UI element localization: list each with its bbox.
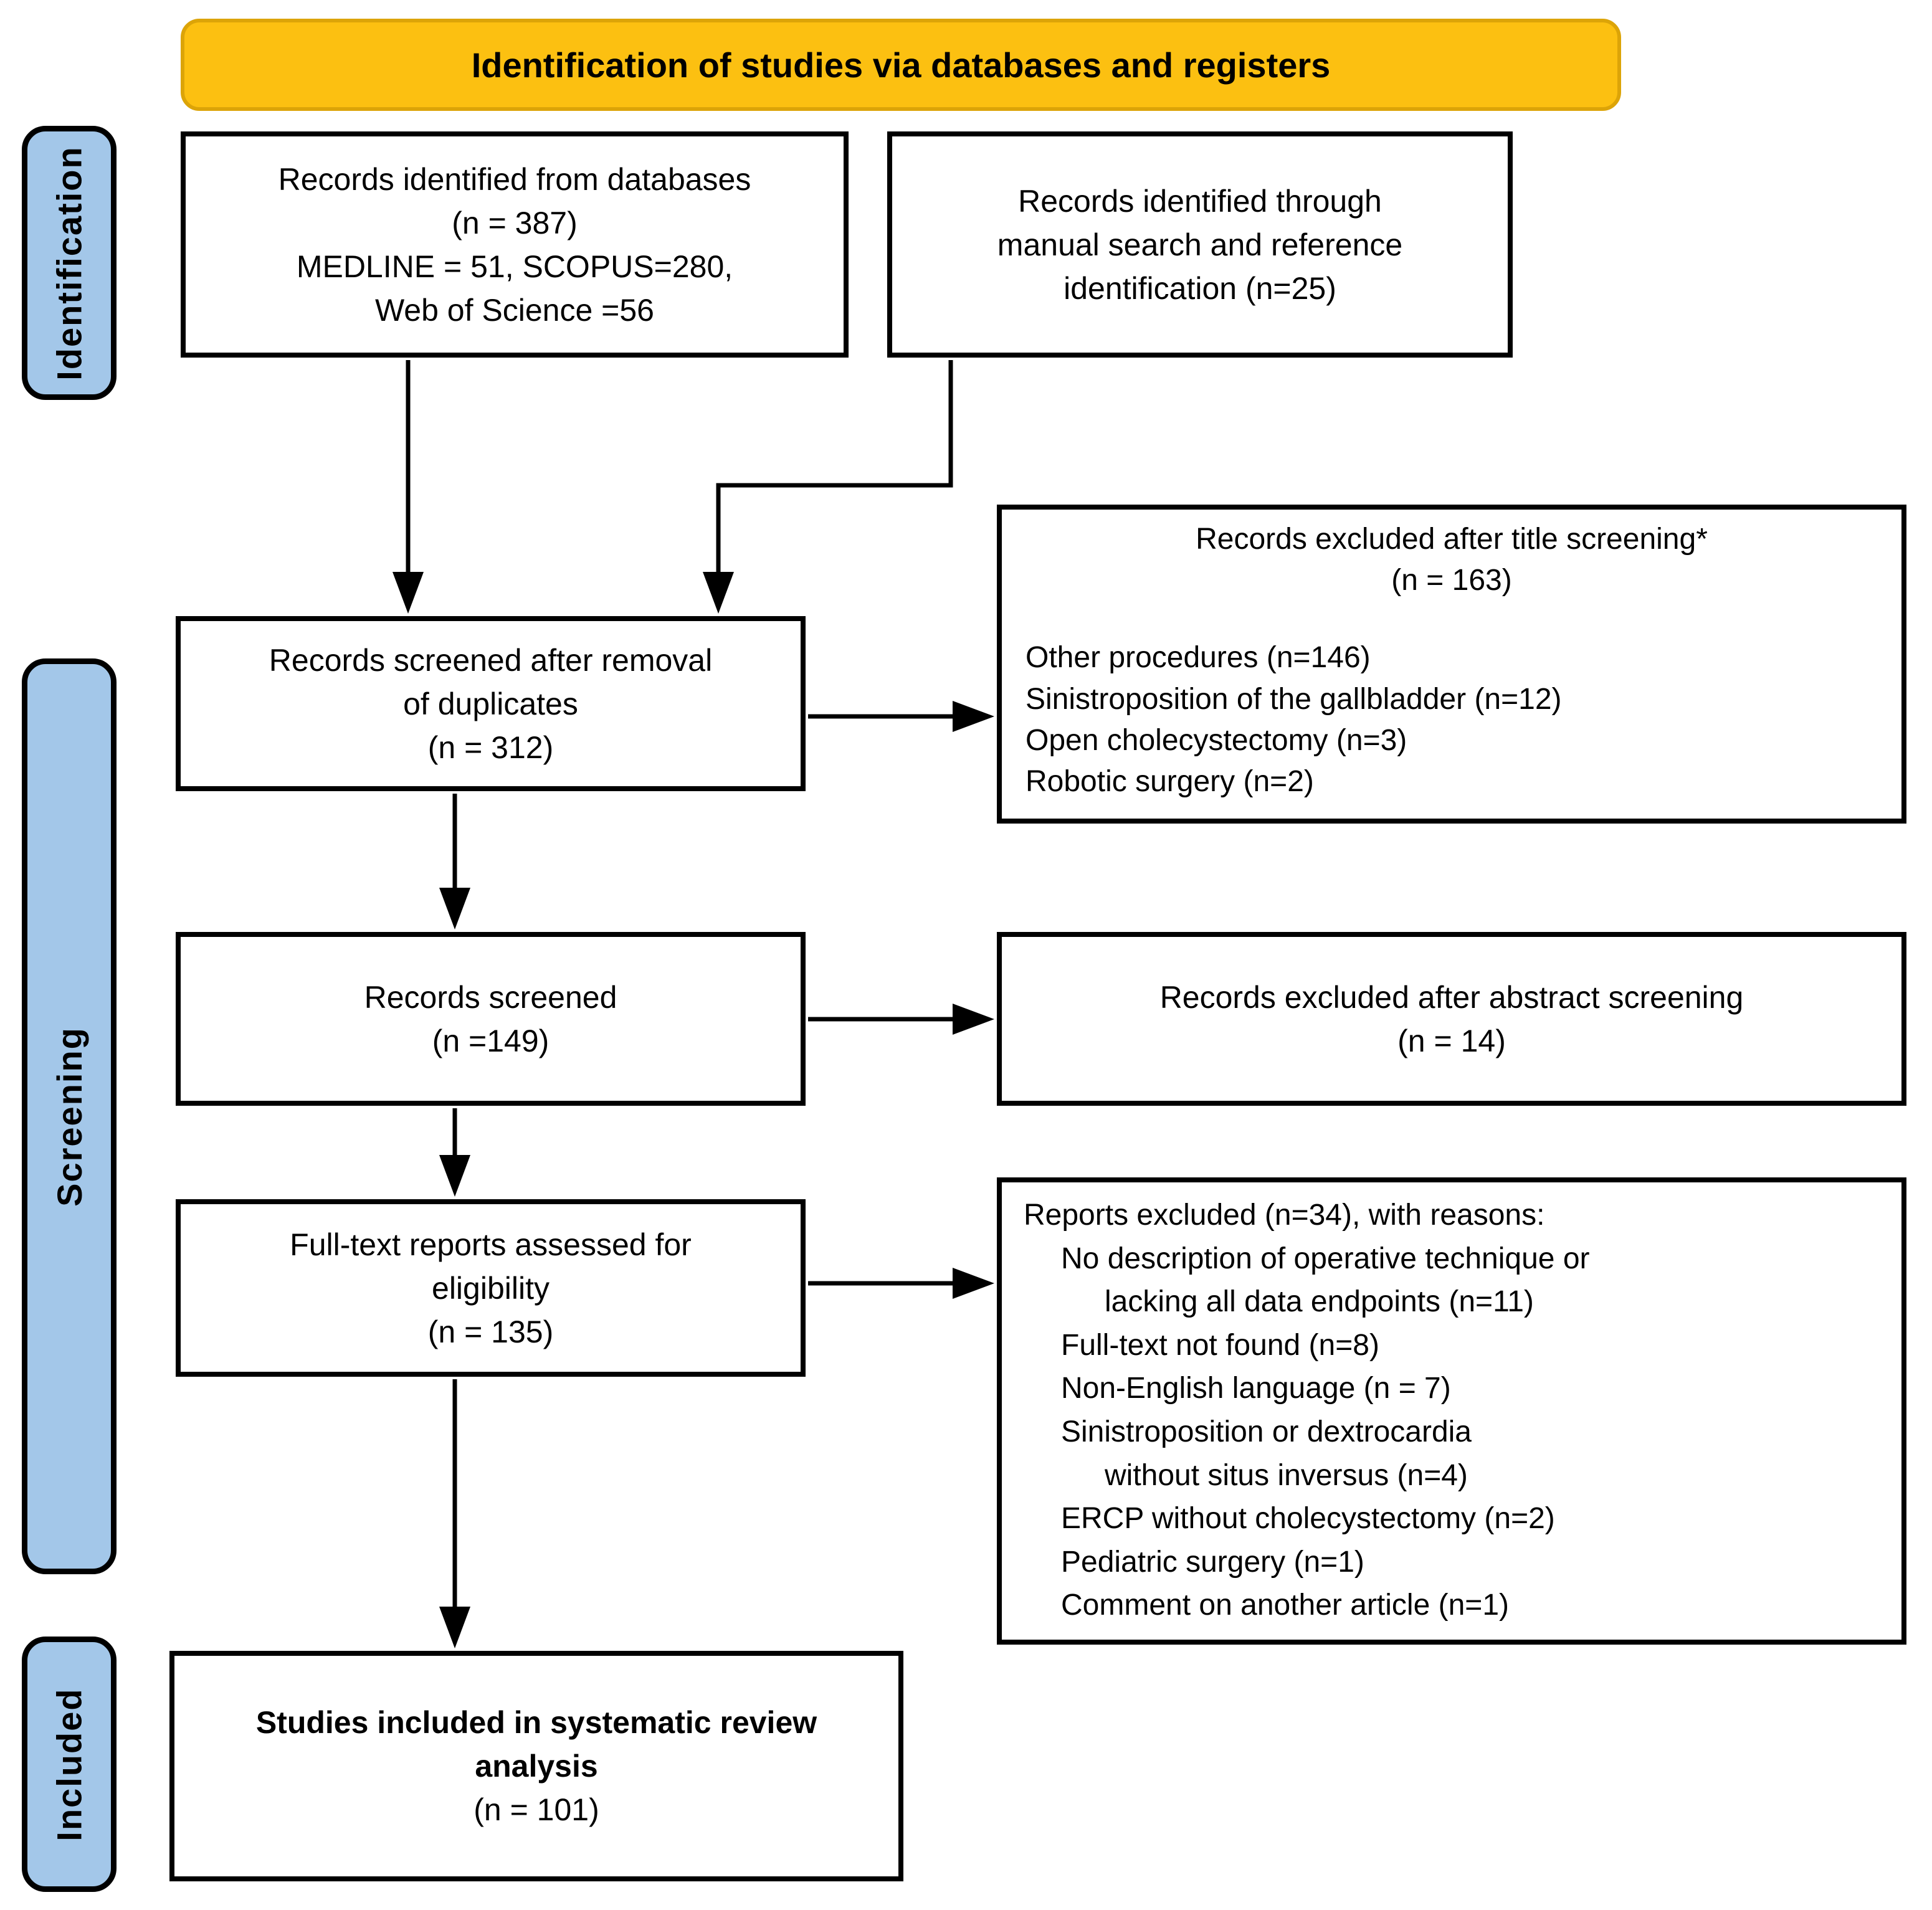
box-line: eligibility xyxy=(432,1270,550,1306)
stage-text: Included xyxy=(49,1687,89,1841)
banner-identification-title: Identification of studies via databases … xyxy=(181,19,1621,111)
box-line: Records identified from databases xyxy=(278,161,751,197)
stage-text: Identification xyxy=(49,145,89,381)
excluded-title-heading: Records excluded after title screening* … xyxy=(1002,510,1901,601)
reason-line: Other procedures (n=146) xyxy=(1025,641,1371,675)
stage-label-screening: Screening xyxy=(22,658,117,1574)
stage-label-included: Included xyxy=(22,1637,117,1892)
arrowhead xyxy=(703,572,734,614)
box-records-screened: Records screened (n =149) xyxy=(176,932,806,1106)
reason-line: Sinistroposition of the gallbladder (n=1… xyxy=(1025,682,1562,716)
box-fulltext-assessed: Full-text reports assessed for eligibili… xyxy=(176,1199,806,1377)
arrowhead xyxy=(439,1155,470,1197)
box-line: Web of Science =56 xyxy=(375,292,654,328)
box-reports-excluded: Reports excluded (n=34), with reasons: N… xyxy=(997,1177,1906,1645)
box-records-identified-databases: Records identified from databases (n = 3… xyxy=(181,131,849,358)
box-line: of duplicates xyxy=(403,686,578,721)
box-line: MEDLINE = 51, SCOPUS=280, xyxy=(296,249,733,284)
arrowhead xyxy=(953,1268,994,1299)
box-line: (n = 163) xyxy=(1391,564,1512,597)
box-line: (n = 135) xyxy=(427,1314,554,1349)
box-excluded-title-screening: Records excluded after title screening* … xyxy=(997,505,1906,824)
box-studies-included: Studies included in systematic review an… xyxy=(169,1651,903,1881)
excluded-title-reasons: Other procedures (n=146) Sinistropositio… xyxy=(1002,637,1901,802)
reason-line: Full-text not found (n=8) xyxy=(1061,1328,1379,1362)
reports-excluded-heading: Reports excluded (n=34), with reasons: xyxy=(1024,1199,1545,1232)
reason-line: Robotic surgery (n=2) xyxy=(1025,765,1314,799)
box-line: (n = 101) xyxy=(473,1792,599,1827)
box-line: (n = 387) xyxy=(452,205,578,240)
box-line: Full-text reports assessed for xyxy=(290,1227,692,1262)
box-records-manual-search: Records identified through manual search… xyxy=(887,131,1513,358)
arrowhead xyxy=(393,572,424,614)
reason-line: Comment on another article (n=1) xyxy=(1061,1589,1510,1622)
arrowhead xyxy=(439,1607,470,1648)
box-line: Studies included in systematic review xyxy=(255,1705,817,1740)
box-line: (n = 312) xyxy=(427,729,554,765)
reason-line: No description of operative technique or xyxy=(1061,1242,1590,1275)
box-line: (n = 14) xyxy=(1397,1023,1506,1058)
reason-line: Sinistroposition or dextrocardia xyxy=(1061,1415,1472,1448)
reason-line: Non-English language (n = 7) xyxy=(1061,1372,1451,1405)
reason-line: ERCP without cholecystectomy (n=2) xyxy=(1061,1502,1555,1536)
box-line: Records excluded after title screening* xyxy=(1196,523,1708,556)
box-line: identification (n=25) xyxy=(1064,270,1336,306)
banner-title-text: Identification of studies via databases … xyxy=(471,45,1331,85)
reason-line: lacking all data endpoints (n=11) xyxy=(1105,1285,1534,1319)
box-line: (n =149) xyxy=(432,1023,550,1058)
box-line: Records screened after removal xyxy=(269,642,713,678)
arrow-manual-to-screened xyxy=(716,360,953,573)
box-line: Records identified through xyxy=(1018,183,1382,219)
arrowhead xyxy=(439,888,470,929)
box-excluded-abstract-screening: Records excluded after abstract screenin… xyxy=(997,932,1906,1106)
box-line: Records screened xyxy=(364,979,617,1015)
stage-label-identification: Identification xyxy=(22,126,117,400)
box-records-screened-duplicates: Records screened after removal of duplic… xyxy=(176,616,806,791)
arrowhead xyxy=(953,1004,994,1035)
arrowhead xyxy=(953,701,994,732)
box-line: Records excluded after abstract screenin… xyxy=(1159,979,1744,1015)
reason-line: Open cholecystectomy (n=3) xyxy=(1025,723,1407,757)
box-line: manual search and reference xyxy=(997,227,1403,262)
reason-line: Pediatric surgery (n=1) xyxy=(1061,1545,1364,1579)
reason-line: without situs inversus (n=4) xyxy=(1105,1458,1468,1492)
stage-text: Screening xyxy=(49,1026,89,1207)
box-line: analysis xyxy=(475,1749,598,1784)
